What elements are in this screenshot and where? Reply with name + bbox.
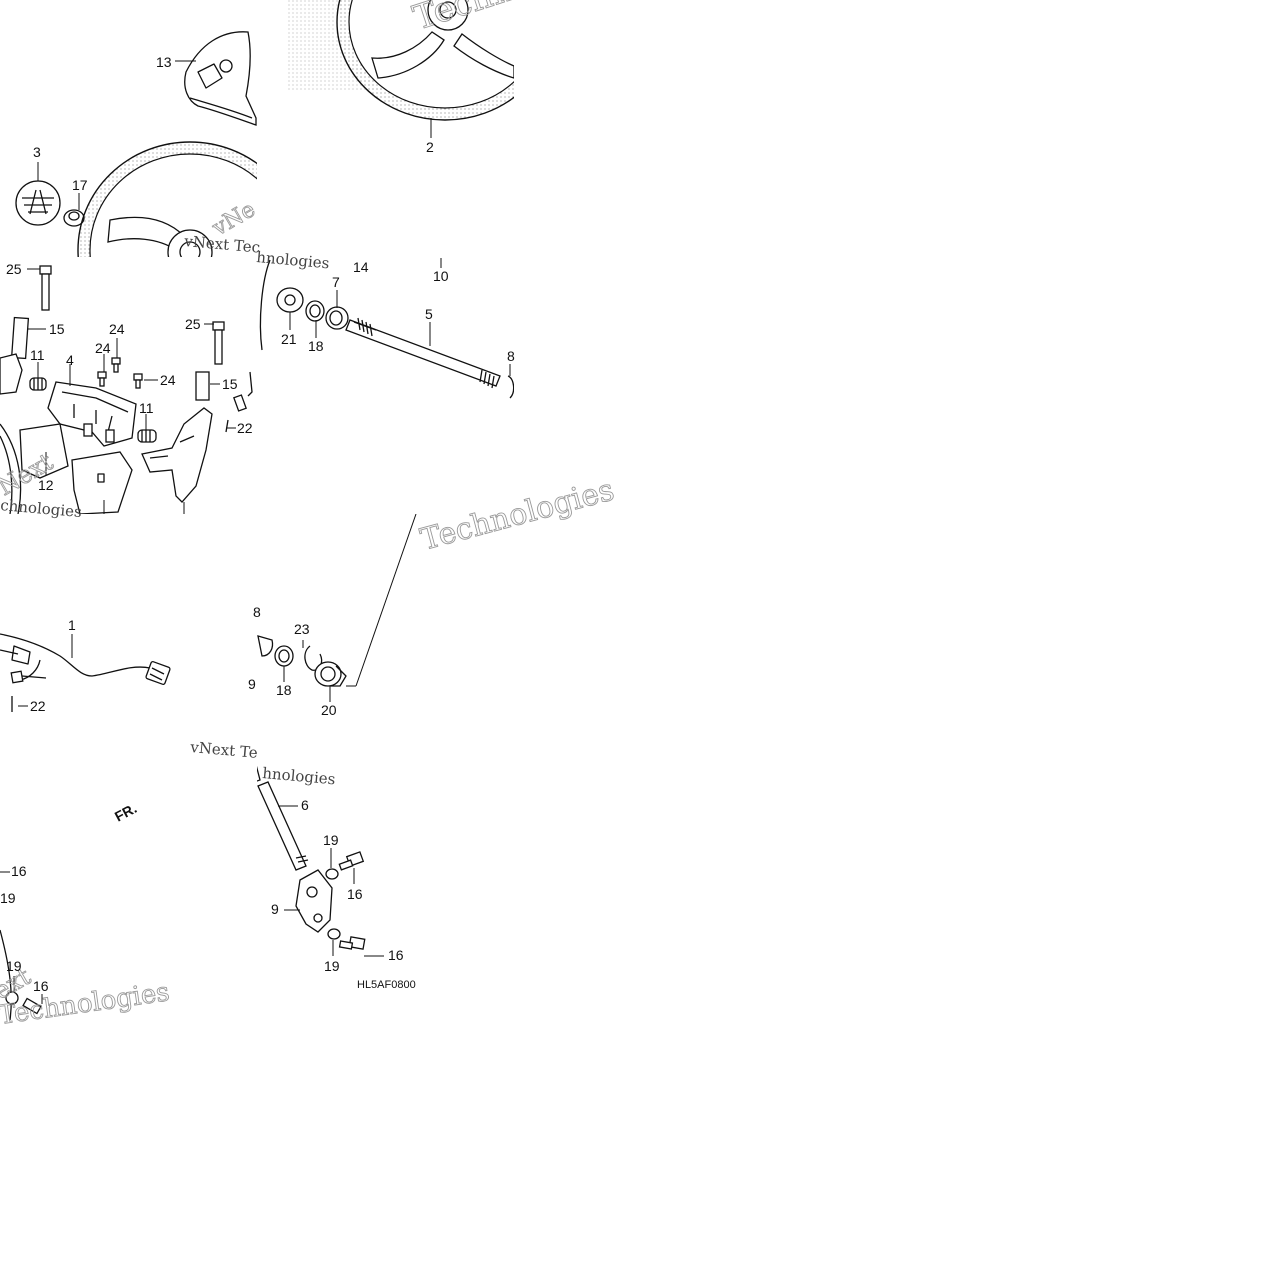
callout-16: 16 (11, 863, 27, 879)
watermark-text: vNext Te (189, 738, 259, 762)
wire-harness-part (0, 633, 171, 685)
tile-top-left (15, 31, 257, 257)
callout-20: 20 (321, 702, 337, 718)
tile-bottom-left (0, 633, 171, 1021)
callouts: 13 2 3 17 25 14 10 15 24 25 7 5 24 21 18… (0, 54, 515, 994)
callout-22: 22 (30, 698, 46, 714)
callout-16: 16 (347, 886, 363, 902)
intermediate-shaft-part (257, 765, 309, 871)
tile-middle-right (259, 258, 514, 399)
washer-part (276, 287, 304, 313)
watermark-text: Technologies (417, 473, 618, 558)
tile-bottom-middle (140, 514, 417, 957)
callout-15: 15 (49, 321, 65, 337)
callout-8: 8 (507, 348, 515, 364)
screw-part (97, 357, 143, 389)
steering-shaft-part (345, 317, 501, 389)
callout-15: 15 (222, 376, 238, 392)
callout-17: 17 (72, 177, 88, 193)
callout-5: 5 (425, 306, 433, 322)
callout-24: 24 (95, 340, 111, 356)
tile-top-right (288, 0, 514, 138)
spring-part (29, 377, 47, 391)
callout-1: 1 (68, 617, 76, 633)
callout-25: 25 (185, 316, 201, 332)
callout-6: 6 (301, 797, 309, 813)
front-marker-label: FR. (112, 800, 139, 825)
steering-wheel-part (77, 141, 257, 257)
callout-11: 11 (139, 400, 154, 416)
diagram-code: HL5AF0800 (357, 979, 416, 991)
callout-16: 16 (388, 947, 404, 963)
callout-16: 16 (33, 978, 49, 994)
emblem-part (15, 180, 61, 226)
callout-11: 11 (30, 347, 45, 363)
callout-19: 19 (0, 890, 16, 906)
universal-joint-part (196, 672, 240, 716)
steering-wheel-upper-part (336, 0, 514, 121)
callout-8: 8 (253, 604, 261, 620)
callout-19: 19 (323, 832, 339, 848)
callout-24: 24 (109, 321, 125, 337)
callout-24: 24 (160, 372, 176, 388)
callout-23: 23 (294, 621, 310, 637)
callout-18: 18 (276, 682, 292, 698)
switch-body-part (47, 381, 137, 447)
callout-9: 9 (271, 901, 279, 917)
callout-22: 22 (237, 420, 253, 436)
callout-19: 19 (6, 958, 22, 974)
callout-9: 9 (248, 676, 256, 692)
tile-middle-left (0, 265, 253, 514)
callout-14: 14 (353, 259, 369, 275)
collar-part (10, 316, 30, 360)
callout-25: 25 (6, 261, 22, 277)
callout-18: 18 (308, 338, 324, 354)
callout-4: 4 (66, 352, 74, 368)
callout-7: 7 (332, 274, 340, 290)
callout-12: 12 (38, 477, 54, 493)
callout-2: 2 (426, 139, 434, 155)
watermark-text: hnologies (262, 764, 336, 788)
callout-21: 21 (281, 331, 297, 347)
callout-19: 19 (324, 958, 340, 974)
bolt-part (39, 265, 52, 311)
callout-3: 3 (33, 144, 41, 160)
callout-13: 13 (156, 54, 172, 70)
watermark-text: chnologies (0, 496, 82, 521)
callout-10: 10 (433, 268, 449, 284)
front-direction-arrow (140, 780, 172, 800)
